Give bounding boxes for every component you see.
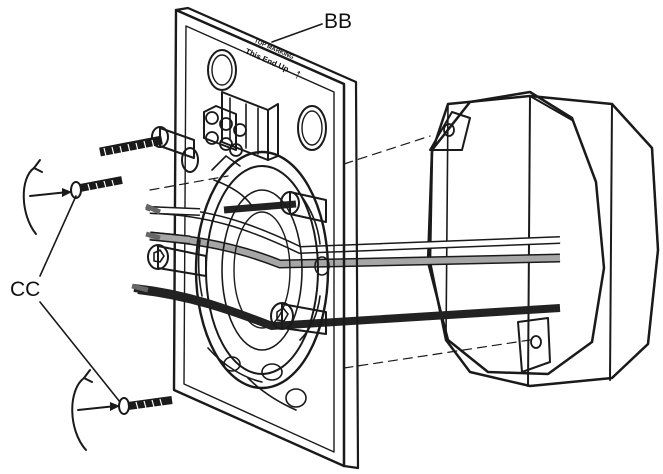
- callout-bb: BB: [271, 10, 352, 43]
- callout-cc: CC: [10, 195, 121, 403]
- rotation-arrow-icon-lower: [71, 369, 120, 451]
- standoff-post-lower-right: [270, 302, 327, 335]
- box-mounting-ear-top: [429, 111, 471, 151]
- terminal-block: [203, 91, 279, 161]
- mounting-screw-long: [99, 135, 163, 157]
- rotation-arrow-icon-upper: [22, 159, 72, 235]
- screw-lower: [118, 396, 173, 415]
- standoff-post-upper-right: [280, 191, 327, 223]
- alignment-lines: [149, 135, 531, 369]
- callout-label-cc: CC: [10, 278, 40, 301]
- box-mounting-ear-bottom: [517, 317, 551, 373]
- up-arrow-icon: ↑: [292, 65, 305, 82]
- retainer-ring: [194, 150, 330, 411]
- standoff-post-left: [147, 244, 207, 277]
- screw-upper: [70, 176, 123, 199]
- mounting-plate: TOP MARKING This End Up ↑: [147, 6, 360, 470]
- callout-label-bb: BB: [324, 10, 352, 33]
